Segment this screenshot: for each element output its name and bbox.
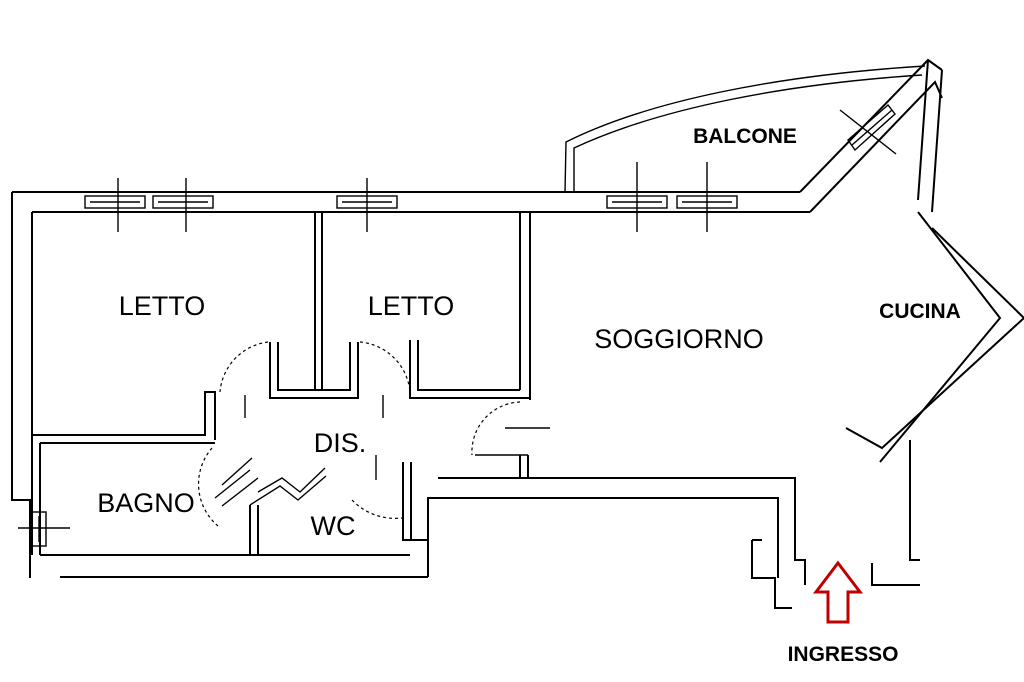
window-bagno <box>18 511 70 547</box>
balcony-outline <box>564 65 926 193</box>
outer-walls <box>11 58 1024 586</box>
room-label-dis: DIS. <box>314 428 367 458</box>
room-label-balcone: BALCONE <box>693 125 797 148</box>
window-balcone-door <box>839 103 897 155</box>
room-label-letto-2: LETTO <box>368 291 455 321</box>
windows <box>18 103 897 547</box>
door-bagno <box>197 447 253 527</box>
room-label-wc: WC <box>311 511 356 541</box>
window-letto-2 <box>336 178 398 232</box>
room-label-cucina: CUCINA <box>879 300 961 323</box>
room-label-bagno: BAGNO <box>97 488 195 518</box>
door-letto-1 <box>219 341 269 418</box>
room-label-letto-1: LETTO <box>119 291 206 321</box>
entrance-arrow-icon <box>812 560 864 624</box>
room-label-soggiorno: SOGGIORNO <box>594 324 764 354</box>
window-soggiorno-b <box>676 162 738 232</box>
window-soggiorno-a <box>606 162 668 232</box>
window-letto-1a <box>84 178 146 232</box>
door-letto-2 <box>359 341 411 418</box>
interior-walls <box>32 212 792 609</box>
window-letto-1b <box>152 178 214 232</box>
entrance-label: INGRESSO <box>788 643 899 666</box>
doors <box>197 341 521 527</box>
door-wc <box>351 455 403 519</box>
